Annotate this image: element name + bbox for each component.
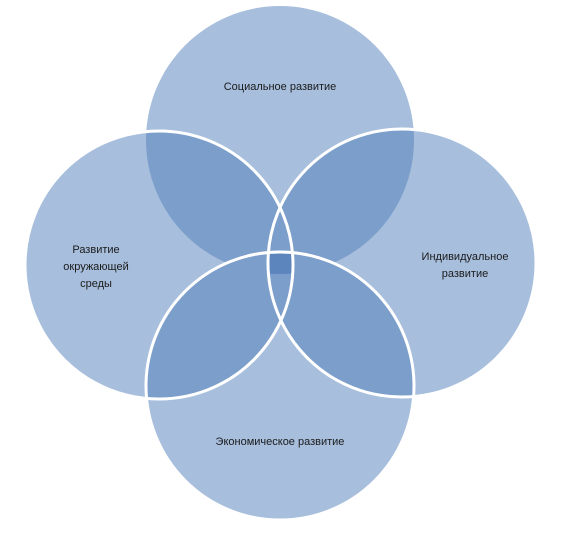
outline-left [23,129,295,401]
outline-bottom [144,250,416,522]
label-bottom: Экономическое развитие [215,436,345,448]
label-right: Индивидуальное развитие [421,251,509,280]
label-top: Социальное развитие [223,81,337,93]
outline-right [266,127,538,399]
label-left: Развитие окружающей среды [63,244,129,290]
